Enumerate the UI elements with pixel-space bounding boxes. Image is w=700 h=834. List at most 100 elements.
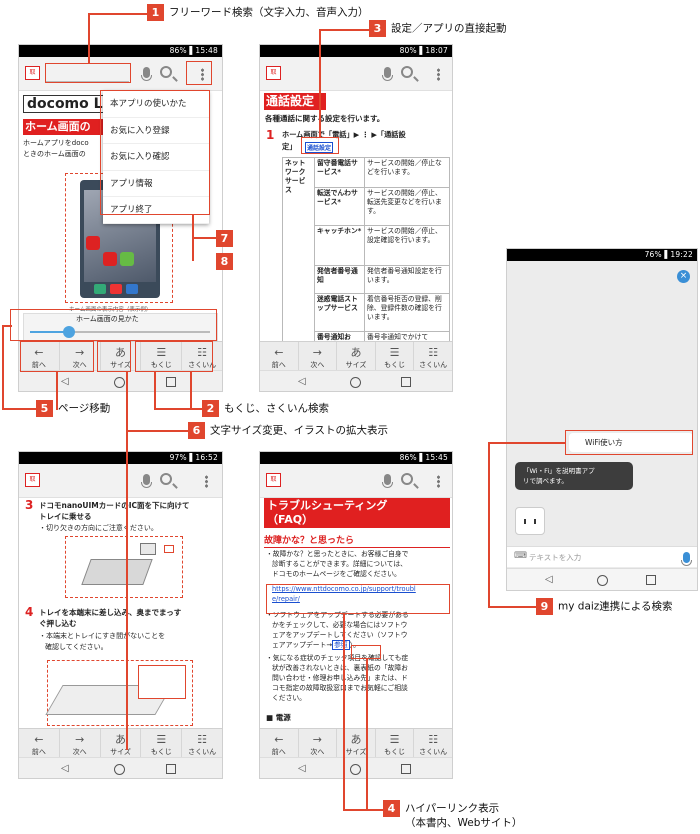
overflow-menu-icon[interactable] (437, 68, 440, 81)
microphone-icon[interactable] (141, 474, 152, 488)
microphone-icon[interactable] (141, 67, 152, 81)
text-size-icon: あ (350, 733, 362, 746)
next-button[interactable]: →次へ (60, 729, 101, 760)
prev-button[interactable]: ←前へ (260, 342, 299, 373)
menu-item-usage[interactable]: 本アプリの使いかた (103, 91, 209, 118)
search-icon[interactable] (160, 66, 172, 78)
reference-link[interactable]: 参照 (332, 640, 350, 650)
page-content: 3 ドコモnanoUIMカードのIC面を下に向けて トレイに乗せる ・切り欠きの… (19, 498, 222, 728)
search-icon[interactable] (401, 473, 413, 485)
index-button[interactable]: ☷さくいん (182, 342, 222, 373)
next-button[interactable]: →次へ (299, 729, 338, 760)
prev-button[interactable]: ←前へ (260, 729, 299, 760)
arrow-left-icon: ← (274, 733, 284, 746)
search-input[interactable] (45, 67, 129, 82)
overflow-menu-icon[interactable] (205, 475, 208, 488)
back-nav-icon[interactable]: ◁ (61, 763, 69, 774)
text-size-icon: あ (114, 733, 126, 746)
text-input[interactable]: テキストを入力 (529, 553, 582, 562)
home-nav-icon[interactable] (114, 764, 125, 775)
arrow-left-icon: ← (34, 346, 44, 359)
text-size-icon: あ (114, 346, 126, 359)
step-text: ドコモnanoUIMカードのIC面を下に向けて (39, 501, 190, 510)
search-icon[interactable] (160, 473, 172, 485)
bottom-toolbar: ←前へ →次へ あサイズ ☰もくじ ☷さくいん (260, 341, 452, 373)
recents-nav-icon[interactable] (166, 764, 176, 774)
section-heading: ホーム画面の (23, 119, 105, 135)
app-logo-icon: 取 (266, 66, 281, 80)
status-bar: 76% ▌19:22 (507, 249, 697, 261)
home-nav-icon[interactable] (114, 377, 125, 388)
search-icon[interactable] (401, 66, 413, 78)
page-title: 通話設定 (264, 93, 326, 110)
microphone-icon[interactable] (382, 67, 393, 81)
table-cell: サービスの開始／停止などを行います。 (364, 157, 450, 188)
prev-button[interactable]: ←前へ (19, 342, 60, 373)
table-cell: 留守番電話サービス* (314, 157, 365, 188)
home-nav-icon[interactable] (597, 575, 608, 586)
android-nav-bar: ◁ (19, 370, 222, 391)
table-cell: 発信者番号通知 (314, 265, 365, 294)
overflow-menu-icon[interactable] (201, 68, 204, 81)
section-heading: ■ 電源 (266, 713, 291, 722)
next-button[interactable]: →次へ (299, 342, 338, 373)
text-input-bar[interactable]: ⌨ テキストを入力 (507, 546, 697, 567)
screenshot-phone-1: 86% ▌15:48 取 docomo L ホーム画面の ホームアプリをdoco… (18, 44, 223, 392)
menu-item-exit-app[interactable]: アプリ終了 (103, 197, 209, 224)
sim-tray-illustration[interactable] (65, 536, 183, 598)
callout-8: 8 (216, 253, 238, 270)
arrow-left-icon: ← (34, 733, 44, 746)
daiz-avatar (515, 507, 545, 535)
microphone-icon[interactable] (382, 474, 393, 488)
overflow-menu-icon[interactable] (437, 475, 440, 488)
size-button[interactable]: あサイズ (101, 729, 142, 760)
size-button[interactable]: あサイズ (101, 342, 142, 373)
slider-thumb[interactable] (63, 326, 75, 338)
highlight-toc-index (135, 341, 213, 372)
app-logo-icon: 取 (25, 66, 40, 80)
size-button[interactable]: あサイズ (337, 342, 376, 373)
toc-button[interactable]: ☰もくじ (141, 342, 183, 373)
close-icon[interactable]: × (677, 270, 690, 283)
recents-nav-icon[interactable] (401, 377, 411, 387)
microphone-icon[interactable] (681, 552, 692, 566)
app-bar: 取 (260, 57, 452, 91)
toc-button[interactable]: ☰もくじ (376, 342, 415, 373)
toc-button[interactable]: ☰もくじ (376, 729, 415, 760)
prev-button[interactable]: ←前へ (19, 729, 60, 760)
menu-item-view-favorites[interactable]: お気に入り確認 (103, 144, 209, 171)
menu-item-app-info[interactable]: アプリ情報 (103, 171, 209, 197)
index-button[interactable]: ☷さくいん (182, 729, 222, 760)
home-nav-icon[interactable] (350, 764, 361, 775)
home-nav-icon[interactable] (350, 377, 361, 388)
web-link[interactable]: https://www.nttdocomo.co.jp/support/trou… (272, 585, 416, 603)
text-size-icon: あ (350, 346, 362, 359)
device-illustration[interactable] (45, 660, 193, 726)
call-settings-link[interactable]: 通話設定 (305, 142, 334, 153)
back-nav-icon[interactable]: ◁ (61, 376, 69, 387)
callout-7: 7 (216, 230, 238, 247)
back-nav-icon[interactable]: ◁ (545, 574, 553, 585)
font-size-slider[interactable] (30, 326, 210, 338)
back-nav-icon[interactable]: ◁ (298, 763, 306, 774)
back-nav-icon[interactable]: ◁ (298, 376, 306, 387)
list-icon: ☰ (156, 346, 167, 359)
step-number: 3 (25, 498, 34, 512)
slider-label: ホーム画面の見かた (76, 315, 139, 323)
status-bar: 97% ▌16:52 (19, 452, 222, 464)
app-bar: 取 (260, 464, 452, 498)
size-button[interactable]: あサイズ (337, 729, 376, 760)
menu-item-add-favorite[interactable]: お気に入り登録 (103, 118, 209, 144)
body-line: ホームアプリをdoco (23, 139, 89, 147)
page-title: docomo L (23, 95, 107, 113)
index-button[interactable]: ☷さくいん (414, 729, 452, 760)
recents-nav-icon[interactable] (401, 764, 411, 774)
page-content: 通話設定 各種通話に関する設定を行います。 1 ホーム画面で「電話」▶ ⋮ ▶「… (260, 91, 452, 341)
toc-button[interactable]: ☰もくじ (141, 729, 183, 760)
next-button[interactable]: →次へ (60, 342, 101, 373)
index-button[interactable]: ☷さくいん (414, 342, 452, 373)
recents-nav-icon[interactable] (646, 575, 656, 585)
recents-nav-icon[interactable] (166, 377, 176, 387)
arrow-right-icon: → (75, 733, 85, 746)
